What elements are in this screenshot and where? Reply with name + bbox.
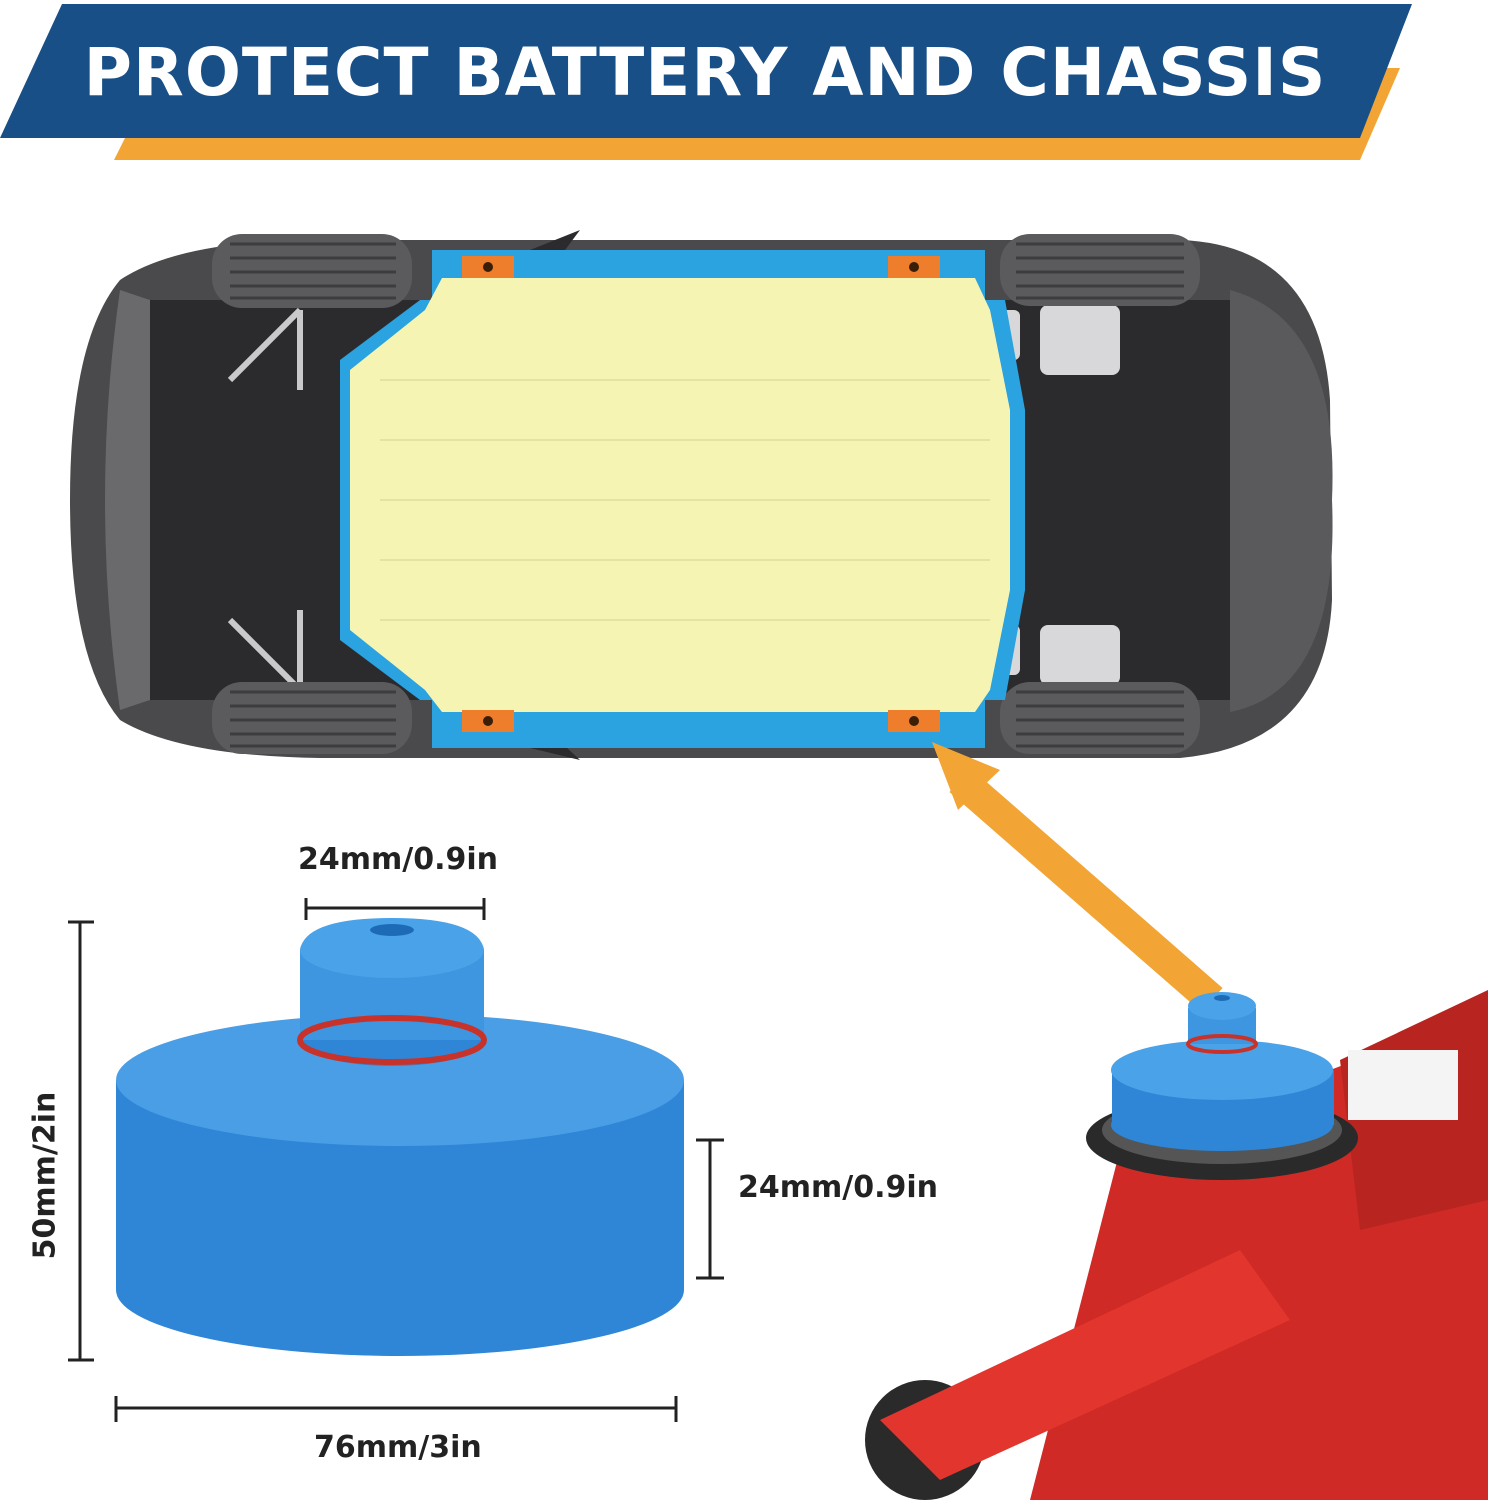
dim-total-height-label: 50mm/2in <box>27 1091 63 1260</box>
dim-top-diameter-label: 24mm/0.9in <box>298 842 499 877</box>
pointer-arrow-icon <box>932 742 1223 1013</box>
dim-base-diameter-label: 76mm/3in <box>314 1430 482 1465</box>
dim-base-height-marker <box>696 1138 724 1280</box>
jack-pad-image <box>116 918 684 1356</box>
wheel-rear-left <box>1000 234 1200 306</box>
jack-point-front-bottom <box>462 710 514 732</box>
front-suspension <box>227 307 303 693</box>
banner-main-band <box>0 4 1412 138</box>
dim-base-height-label: 24mm/0.9in <box>738 1170 939 1205</box>
wheel-front-right <box>212 682 412 754</box>
dim-top-diameter-marker <box>304 898 486 920</box>
wheel-rear-right <box>1000 682 1200 754</box>
jack-point-rear-bottom <box>888 710 940 732</box>
mirror-bottom <box>530 746 580 760</box>
wheel-front-left <box>212 234 412 308</box>
dim-base-diameter-marker <box>114 1396 678 1422</box>
header-banner <box>0 4 1412 160</box>
front-bumper <box>105 290 150 710</box>
battery-pack <box>350 278 1010 712</box>
jack-point-front-top <box>462 256 514 278</box>
banner-title: PROTECT BATTERY AND CHASSIS <box>83 33 1327 111</box>
floor-jack-image <box>865 990 1488 1500</box>
rear-bumper <box>1230 290 1333 712</box>
jack-point-rear-top <box>888 256 940 278</box>
mirror-top <box>530 230 580 250</box>
dim-total-height-marker <box>68 920 94 1362</box>
battery-cells <box>380 379 990 621</box>
